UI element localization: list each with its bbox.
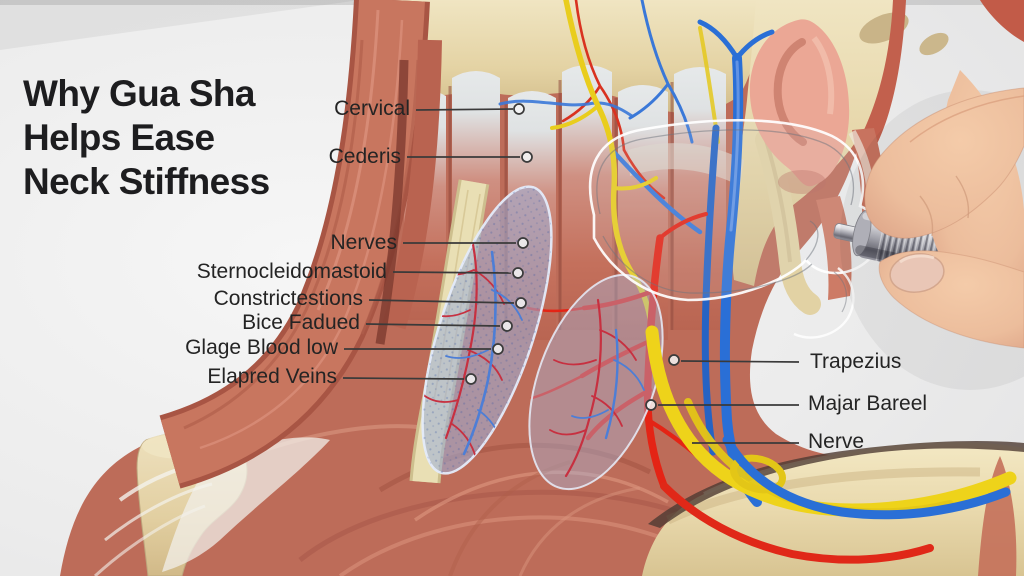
leader-trapezius <box>668 354 800 366</box>
page-title: Why Gua Sha Helps Ease Neck Stiffness <box>23 72 270 204</box>
leader-elapred-veins <box>342 373 477 385</box>
label-glage-blood-low: Glage Blood low <box>185 336 338 359</box>
label-cervical: Cervical <box>334 97 410 120</box>
leader-lines <box>342 103 800 444</box>
label-constrictestions: Constrictestions <box>213 287 363 310</box>
label-nerve: Nerve <box>808 430 865 453</box>
label-cederis: Cederis <box>328 145 401 168</box>
vessel-bundle-lower <box>645 325 1017 564</box>
thumbnail <box>889 253 945 293</box>
index-finger <box>864 87 1024 239</box>
label-majar-bareel: Majar Bareel <box>808 392 928 415</box>
leader-glage-blood-low <box>344 343 504 355</box>
leader-bice-fadued <box>365 320 513 332</box>
title-line-3: Neck Stiffness <box>23 161 270 202</box>
leader-majar-bareel <box>645 399 799 411</box>
ear <box>749 19 850 194</box>
hand <box>840 70 1024 390</box>
leader-cederis <box>407 151 533 163</box>
label-sternocleidomastoid: Sternocleidomastoid <box>196 260 387 283</box>
leader-sternocleidomastoid <box>392 267 524 279</box>
label-bice-fadued: Bice Fadued <box>242 311 360 334</box>
label-elapred-veins: Elapred Veins <box>207 365 337 388</box>
label-trapezius: Trapezius <box>810 350 902 373</box>
leader-cervical <box>415 103 525 115</box>
title-line-1: Why Gua Sha <box>23 73 255 114</box>
label-nerves: Nerves <box>330 231 397 254</box>
title-line-2: Helps Ease <box>23 117 215 158</box>
leader-nerves <box>403 237 529 249</box>
guasha-highlight-area <box>421 185 664 491</box>
leader-constrictestions <box>368 297 527 309</box>
left-neck-band <box>158 0 442 489</box>
